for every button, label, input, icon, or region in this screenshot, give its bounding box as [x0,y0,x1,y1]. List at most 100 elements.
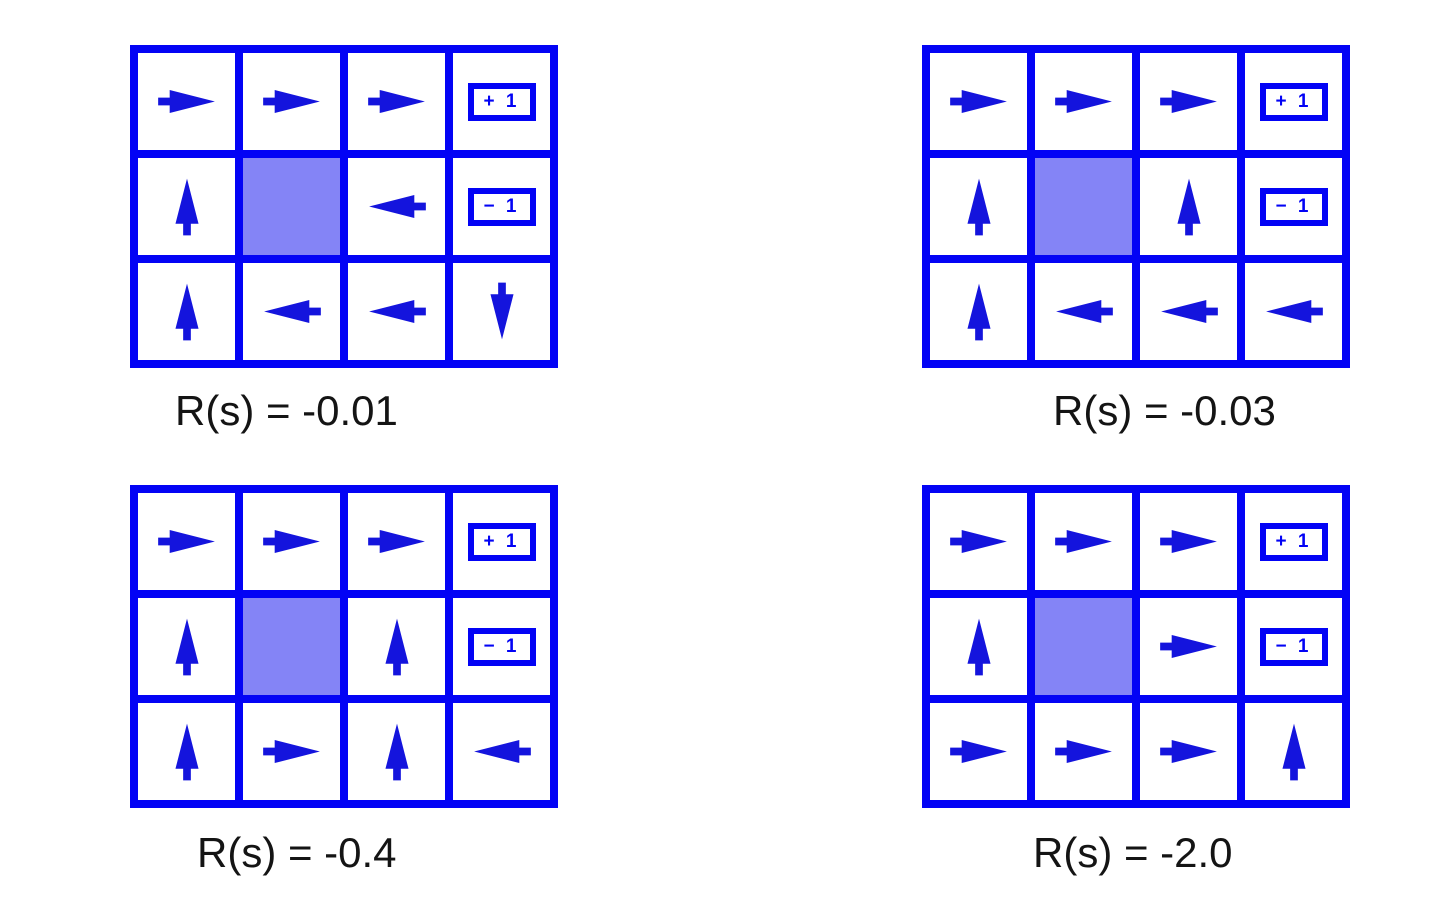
policy-cell [1035,53,1132,150]
policy-panel-r-20: + 1− 1 R(s) = -2.0 [922,485,1350,876]
terminal-cell-minus-one: − 1 [453,158,550,255]
policy-cell [348,598,445,695]
arrow-right-icon [1054,529,1112,554]
plus-one-badge: + 1 [467,82,536,121]
policy-cell [930,493,1027,590]
arrow-right-icon [1159,529,1217,554]
policy-cell [453,263,550,360]
policy-cell [138,703,235,800]
arrow-up-icon [966,618,991,676]
wall-cell [243,598,340,695]
policy-cell [1245,263,1342,360]
arrow-right-icon [157,529,215,554]
policy-cell [930,263,1027,360]
reward-caption: R(s) = -0.03 [1053,387,1276,434]
arrow-up-icon [174,723,199,781]
policy-cell [1035,493,1132,590]
arrow-right-icon [949,89,1007,114]
arrow-up-icon [174,618,199,676]
arrow-left-icon [368,194,426,219]
policy-cell [1140,598,1237,695]
arrow-right-icon [262,739,320,764]
arrow-down-icon [489,282,514,340]
policy-cell [1140,53,1237,150]
terminal-cell-minus-one: − 1 [1245,598,1342,695]
policy-cell [138,158,235,255]
arrow-right-icon [367,529,425,554]
minus-one-badge: − 1 [467,187,536,226]
wall-cell [1035,598,1132,695]
minus-one-badge: − 1 [1259,627,1328,666]
arrow-up-icon [966,178,991,236]
arrow-up-icon [174,283,199,341]
arrow-right-icon [1159,739,1217,764]
arrow-right-icon [1159,634,1217,659]
plus-one-badge: + 1 [1259,82,1328,121]
policy-cell [930,53,1027,150]
policy-grid: + 1 − 1 [922,45,1350,368]
arrow-right-icon [1054,739,1112,764]
policy-cell [348,263,445,360]
policy-cell [930,598,1027,695]
policy-grid: + 1 − 1 [922,485,1350,808]
arrow-right-icon [157,89,215,114]
policy-cell [1140,703,1237,800]
arrow-right-icon [1159,89,1217,114]
policy-cell [348,158,445,255]
policy-cell [243,53,340,150]
arrow-up-icon [384,618,409,676]
minus-one-badge: − 1 [1259,187,1328,226]
arrow-right-icon [262,529,320,554]
policy-cell [453,703,550,800]
policy-cell [348,53,445,150]
policy-cell [1140,493,1237,590]
wall-cell [243,158,340,255]
policy-cell [138,493,235,590]
plus-one-badge: + 1 [467,522,536,561]
policy-cell [1245,703,1342,800]
policy-cell [1035,703,1132,800]
arrow-left-icon [1265,299,1323,324]
minus-one-badge: − 1 [467,627,536,666]
arrow-left-icon [1160,299,1218,324]
policy-grid: + 1 − 1 [130,45,558,368]
plus-one-badge: + 1 [1259,522,1328,561]
policy-cell [138,263,235,360]
policy-cell [138,53,235,150]
policy-cell [930,158,1027,255]
arrow-right-icon [1054,89,1112,114]
policy-cell [243,493,340,590]
policy-cell [348,703,445,800]
policy-cell [1140,263,1237,360]
reward-caption: R(s) = -0.4 [197,829,397,876]
policy-panel-r-001: + 1 − 1 R(s) = -0.01 [130,45,558,434]
arrow-up-icon [1281,723,1306,781]
policy-panel-r-04: + 1 − 1 R(s) = -0.4 [130,485,558,876]
arrow-up-icon [966,283,991,341]
terminal-cell-minus-one: − 1 [453,598,550,695]
terminal-cell-minus-one: − 1 [1245,158,1342,255]
policy-panel-r-003: + 1 − 1 R(s) = -0.03 [922,45,1350,434]
arrow-right-icon [949,529,1007,554]
wall-cell [1035,158,1132,255]
arrow-left-icon [368,299,426,324]
terminal-cell-plus-one: + 1 [1245,493,1342,590]
terminal-cell-plus-one: + 1 [453,53,550,150]
policy-cell [243,703,340,800]
arrow-up-icon [384,723,409,781]
policy-cell [243,263,340,360]
terminal-cell-plus-one: + 1 [1245,53,1342,150]
arrow-up-icon [174,178,199,236]
reward-caption: R(s) = -0.01 [175,387,398,434]
policy-cell [1140,158,1237,255]
policy-cell [930,703,1027,800]
terminal-cell-plus-one: + 1 [453,493,550,590]
arrow-left-icon [1055,299,1113,324]
policy-cell [1035,263,1132,360]
policy-cell [348,493,445,590]
arrow-left-icon [473,739,531,764]
arrow-up-icon [1176,178,1201,236]
arrow-left-icon [263,299,321,324]
arrow-right-icon [367,89,425,114]
arrow-right-icon [262,89,320,114]
